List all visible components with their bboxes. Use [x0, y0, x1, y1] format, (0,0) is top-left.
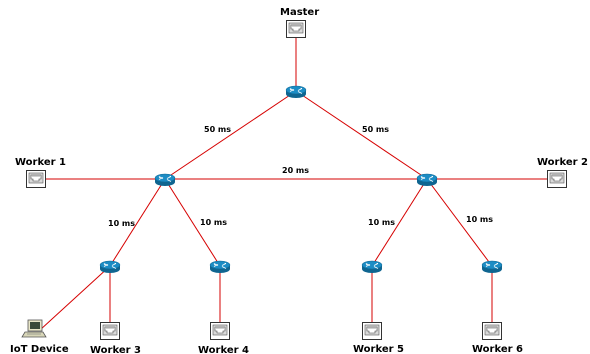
router-icon[interactable] [481, 260, 503, 274]
link-a-iot [39, 265, 111, 331]
latency-right-b: 10 ms [466, 215, 493, 224]
router-icon[interactable] [285, 85, 307, 99]
switch-icon[interactable] [482, 322, 502, 340]
switch-icon[interactable] [100, 322, 120, 340]
router-icon[interactable] [209, 260, 231, 274]
latency-core-left: 50 ms [204, 125, 231, 134]
latency-left-a: 10 ms [108, 219, 135, 228]
latency-left-b: 10 ms [200, 218, 227, 227]
latency-left-right: 20 ms [282, 166, 309, 175]
switch-icon[interactable] [26, 170, 46, 188]
switch-icon[interactable] [286, 20, 306, 38]
switch-icon[interactable] [362, 322, 382, 340]
router-icon[interactable] [154, 173, 176, 187]
link-left-a [109, 178, 166, 267]
link-right-b [426, 178, 493, 267]
node-label-master: Master [280, 7, 319, 18]
router-icon[interactable] [416, 173, 438, 187]
computer-icon[interactable] [21, 319, 47, 338]
node-labels: Master Worker 1 Worker 2 IoT Device Work… [10, 7, 588, 354]
latency-core-right: 50 ms [362, 125, 389, 134]
node-label-worker3: Worker 3 [90, 345, 141, 354]
switch-icon[interactable] [210, 322, 230, 340]
node-label-worker4: Worker 4 [198, 345, 249, 354]
router-icon[interactable] [361, 260, 383, 274]
node-label-worker1: Worker 1 [15, 157, 66, 168]
node-label-worker2: Worker 2 [537, 157, 588, 168]
node-label-worker5: Worker 5 [353, 344, 404, 354]
link-left-b [164, 178, 221, 267]
link-right-a [371, 178, 428, 267]
node-label-iot: IoT Device [10, 344, 69, 354]
network-links [36, 30, 557, 331]
node-label-worker6: Worker 6 [472, 344, 523, 354]
switch-icon[interactable] [547, 170, 567, 188]
latency-labels: 50 ms 50 ms 20 ms 10 ms 10 ms 10 ms 10 m… [108, 125, 493, 228]
latency-right-a: 10 ms [368, 218, 395, 227]
link-core-left [164, 90, 297, 180]
link-core-right [295, 90, 428, 180]
router-icon[interactable] [99, 260, 121, 274]
